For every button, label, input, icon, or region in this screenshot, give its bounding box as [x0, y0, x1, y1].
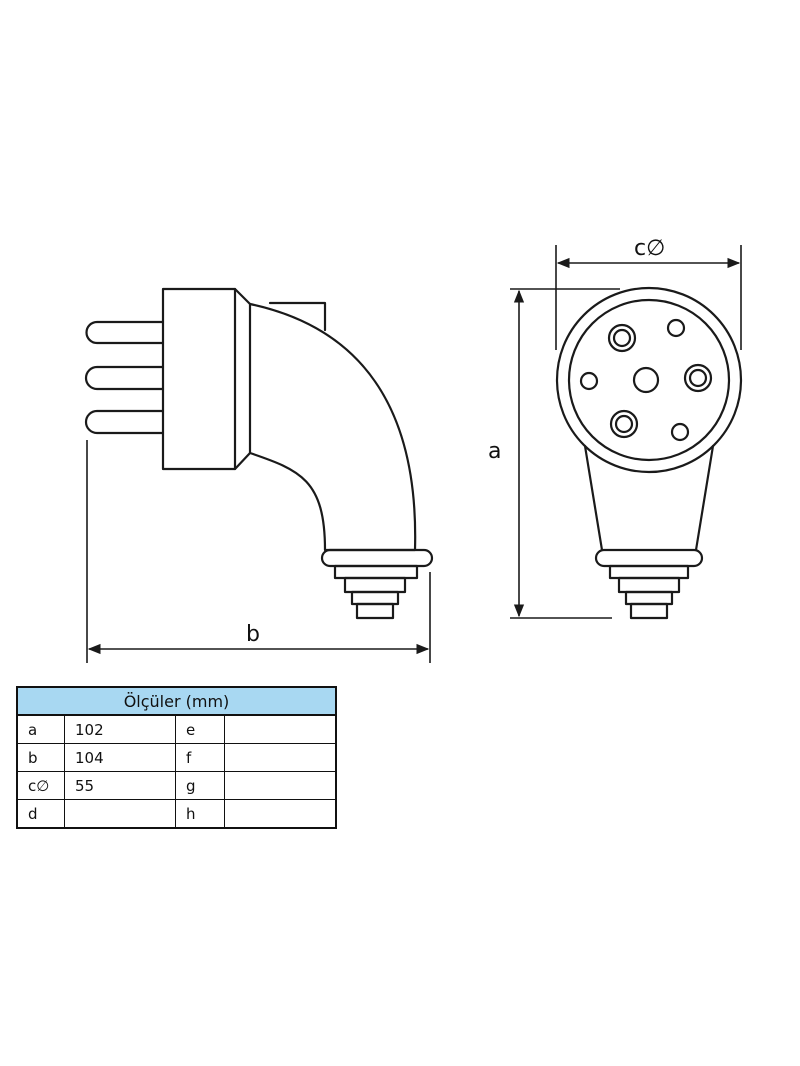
- dim-value: 102: [64, 714, 176, 744]
- plug-latch: [268, 301, 327, 332]
- front-view: a c∅: [488, 236, 743, 620]
- dim-b-label: b: [246, 622, 260, 647]
- hole-ring-2-in: [688, 368, 708, 388]
- gland-ring: [320, 548, 434, 568]
- side-view: b: [84, 287, 434, 663]
- hole-ring-3-in: [614, 414, 634, 434]
- dim-key: e: [175, 714, 225, 744]
- hole-ring-1-in: [612, 328, 632, 348]
- hole-small-3: [670, 422, 690, 442]
- gland-nut: [333, 564, 419, 580]
- face-inner: [567, 298, 731, 462]
- table-row: a 102 e: [16, 714, 337, 744]
- hole-center: [632, 366, 660, 394]
- front-taper: [583, 444, 715, 552]
- hole-ring-1: [607, 323, 637, 353]
- dim-value: [224, 771, 337, 800]
- table-header-row: Ölçüler (mm): [16, 686, 337, 716]
- pin-bottom: [84, 409, 165, 435]
- dim-key: h: [175, 799, 225, 829]
- gland-tip: [350, 590, 400, 606]
- table-row: d h: [16, 799, 337, 829]
- pin-top: [85, 320, 165, 345]
- dim-value: [224, 743, 337, 772]
- front-gland-ring: [594, 548, 704, 568]
- plug-body: [248, 302, 417, 552]
- hole-small-1: [666, 318, 686, 338]
- plug-face: [161, 287, 237, 471]
- dim-a-label: a: [488, 439, 501, 464]
- dim-value: [64, 799, 176, 829]
- plug-technical-drawing: b a c∅: [84, 236, 743, 663]
- plug-collar: [233, 287, 252, 471]
- table-title: Ölçüler (mm): [16, 686, 337, 716]
- front-gland-thread: [617, 576, 681, 594]
- dim-key: b: [16, 743, 65, 772]
- table-row: b 104 f: [16, 743, 337, 772]
- front-gland-tip: [624, 590, 674, 606]
- dimensions-table: Ölçüler (mm) a 102 e b 104 f c∅ 55 g d h: [16, 686, 337, 829]
- dim-value: [224, 799, 337, 829]
- front-gland-nut: [608, 564, 690, 580]
- dim-value: 104: [64, 743, 176, 772]
- face-outer: [555, 286, 743, 474]
- dim-value: 55: [64, 771, 176, 800]
- pin-middle: [84, 365, 165, 391]
- dim-key: a: [16, 714, 65, 744]
- hole-ring-2: [683, 363, 713, 393]
- table-row: c∅ 55 g: [16, 771, 337, 800]
- front-gland-end: [629, 602, 669, 620]
- dim-key: f: [175, 743, 225, 772]
- gland-thread: [343, 576, 407, 594]
- dim-key: d: [16, 799, 65, 829]
- hole-ring-3: [609, 409, 639, 439]
- dim-c-label: c∅: [634, 236, 665, 261]
- dim-value: [224, 714, 337, 744]
- hole-small-2: [579, 371, 599, 391]
- dim-key: c∅: [16, 771, 65, 800]
- dim-key: g: [175, 771, 225, 800]
- gland-end: [355, 602, 395, 620]
